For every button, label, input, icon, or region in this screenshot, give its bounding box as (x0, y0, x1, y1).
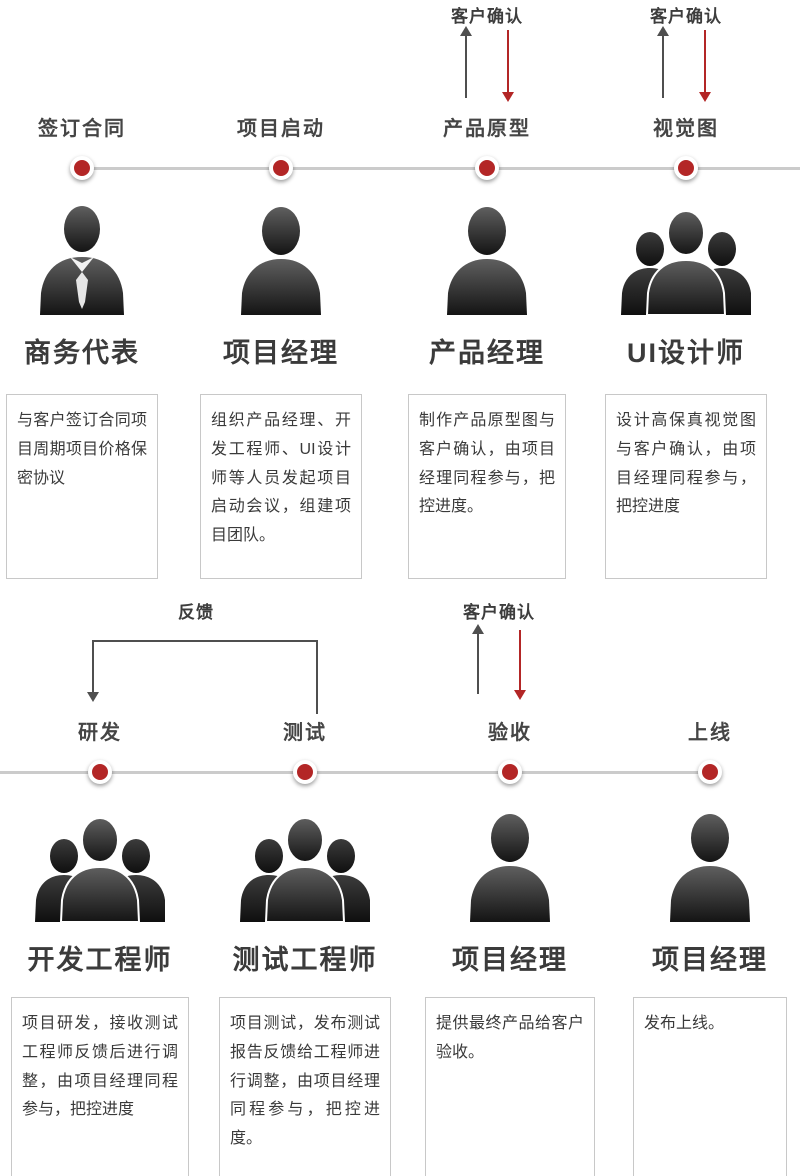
stage-label: 测试 (283, 722, 327, 744)
person-icon (211, 205, 351, 315)
timeline-dot (293, 760, 317, 784)
up-arrow-line (465, 36, 467, 98)
timeline-dot (269, 156, 293, 180)
stage-column: 项目经理 提供最终产品给客户验收。 (415, 812, 605, 1176)
stage-description: 发布上线。 (633, 997, 787, 1176)
role-label: 商务代表 (24, 338, 140, 368)
feedback-bracket-right (316, 640, 318, 714)
stage-column: UI设计师 设计高保真视觉图与客户确认，由项目经理同程参与，把控进度 (591, 205, 781, 579)
stage-column: 产品经理 制作产品原型图与客户确认，由项目经理同程参与，把控进度。 (392, 205, 582, 579)
up-arrow-line (662, 36, 664, 98)
stage-label: 上线 (688, 722, 732, 744)
feedback-bracket-line (92, 640, 318, 642)
stage-label: 研发 (78, 722, 122, 744)
group-icon (616, 205, 756, 315)
role-label: 产品经理 (429, 338, 545, 368)
role-label: 开发工程师 (27, 945, 173, 975)
customer-confirm-label: 客户确认 (451, 7, 523, 26)
feedback-arrow-icon (87, 692, 99, 702)
customer-confirm-label: 客户确认 (463, 603, 535, 622)
person-icon (440, 812, 580, 922)
down-arrow-icon (514, 690, 526, 700)
role-label: UI设计师 (627, 338, 745, 368)
down-arrow-icon (502, 92, 514, 102)
down-arrow-line (704, 30, 706, 92)
stage-label: 视觉图 (653, 118, 719, 140)
up-arrow-icon (472, 624, 484, 634)
stage-description: 与客户签订合同项目周期项目价格保密协议 (6, 394, 158, 579)
feedback-label: 反馈 (178, 603, 214, 622)
timeline-dot (698, 760, 722, 784)
role-label: 测试工程师 (232, 945, 378, 975)
timeline-dot (88, 760, 112, 784)
stage-column: 项目经理 组织产品经理、开发工程师、UI设计师等人员发起项目启动会议，组建项目团… (186, 205, 376, 579)
stage-description: 设计高保真视觉图与客户确认，由项目经理同程参与，把控进度 (605, 394, 767, 579)
timeline-bottom (0, 771, 710, 774)
customer-confirm-label: 客户确认 (650, 7, 722, 26)
stage-label: 签订合同 (38, 118, 126, 140)
up-arrow-line (477, 634, 479, 694)
stage-column: 项目经理 发布上线。 (615, 812, 800, 1176)
group-icon (30, 812, 170, 922)
group-icon (235, 812, 375, 922)
role-label: 项目经理 (652, 945, 768, 975)
stage-label: 验收 (488, 722, 532, 744)
stage-description: 制作产品原型图与客户确认，由项目经理同程参与，把控进度。 (408, 394, 566, 579)
stage-label: 项目启动 (237, 118, 325, 140)
stage-column: 商务代表 与客户签订合同项目周期项目价格保密协议 (0, 205, 177, 579)
up-arrow-icon (460, 26, 472, 36)
up-arrow-icon (657, 26, 669, 36)
role-label: 项目经理 (223, 338, 339, 368)
stage-column: 测试工程师 项目测试，发布测试报告反馈给工程师进行调整，由项目经理同程参与，把控… (210, 812, 400, 1176)
person-icon (417, 205, 557, 315)
down-arrow-line (519, 630, 521, 690)
person-tie-icon (12, 205, 152, 315)
person-icon (640, 812, 780, 922)
stage-description: 组织产品经理、开发工程师、UI设计师等人员发起项目启动会议，组建项目团队。 (200, 394, 362, 579)
timeline-dot (498, 760, 522, 784)
stage-description: 项目测试，发布测试报告反馈给工程师进行调整，由项目经理同程参与，把控进度。 (219, 997, 391, 1176)
stage-description: 项目研发，接收测试工程师反馈后进行调整，由项目经理同程参与，把控进度 (11, 997, 189, 1176)
timeline-dot (674, 156, 698, 180)
stage-label: 产品原型 (443, 118, 531, 140)
timeline-top (80, 167, 800, 170)
down-arrow-line (507, 30, 509, 92)
stage-description: 提供最终产品给客户验收。 (425, 997, 595, 1176)
timeline-dot (475, 156, 499, 180)
down-arrow-icon (699, 92, 711, 102)
role-label: 项目经理 (452, 945, 568, 975)
timeline-dot (70, 156, 94, 180)
stage-column: 开发工程师 项目研发，接收测试工程师反馈后进行调整，由项目经理同程参与，把控进度 (5, 812, 195, 1176)
feedback-bracket-left (92, 640, 94, 692)
